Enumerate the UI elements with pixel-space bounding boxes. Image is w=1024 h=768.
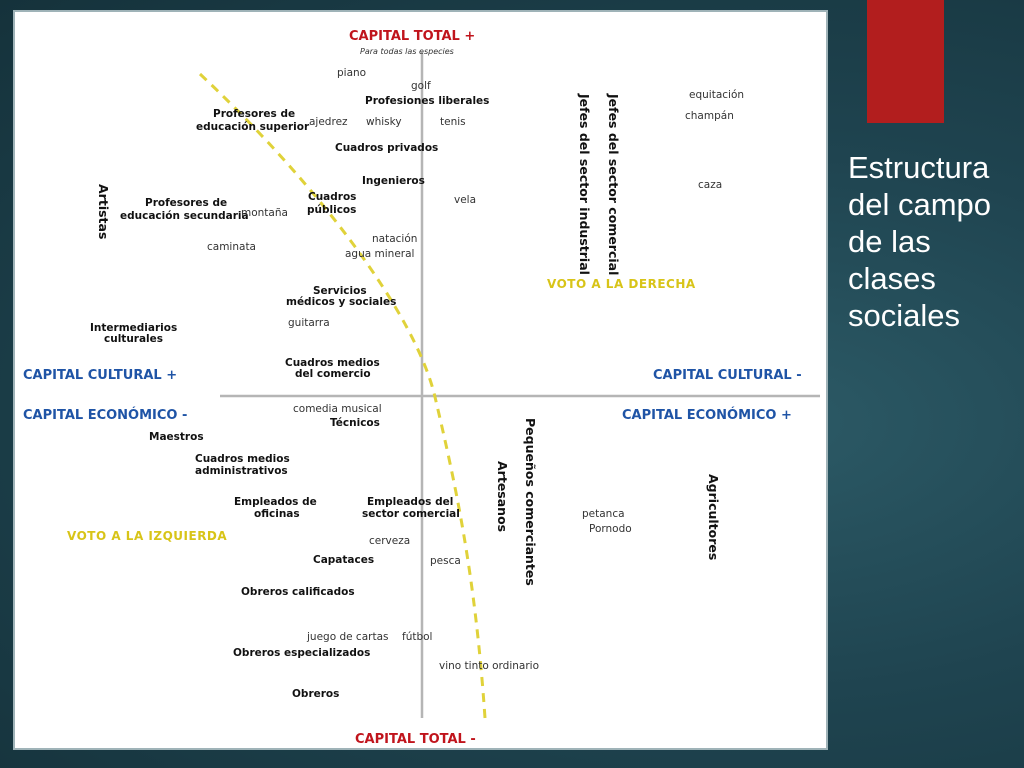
- group-cuadros-admin-line2: administrativos: [195, 465, 288, 477]
- group-servicios-line1: Servicios: [313, 285, 367, 297]
- practice-piano: piano: [337, 67, 367, 79]
- axis-capital-cultural-minus: CAPITAL CULTURAL -: [653, 368, 802, 383]
- group-cuadros-privados: Cuadros privados: [335, 142, 439, 154]
- group-cuadros-comercio-line2: del comercio: [295, 368, 371, 380]
- diagram-lines: [198, 52, 820, 719]
- practice-natacion: natación: [372, 233, 418, 245]
- group-agricultores: Agricultores: [706, 474, 721, 561]
- group-empleados-comercial-line1: Empleados del: [367, 496, 454, 508]
- group-profesores-superior-line2: educación superior: [196, 121, 310, 133]
- vote-left-label: VOTO A LA IZQUIERDA: [67, 529, 228, 543]
- dividing-curve: [198, 72, 487, 719]
- group-profesores-secundaria-line2: educación secundaria: [120, 210, 249, 222]
- practice-caza: caza: [698, 179, 723, 191]
- group-empleados-oficinas-line1: Empleados de: [234, 496, 317, 508]
- practice-vino-tinto: vino tinto ordinario: [439, 660, 540, 672]
- practice-ajedrez: ajedrez: [309, 116, 348, 128]
- group-intermediarios-line2: culturales: [104, 333, 164, 345]
- group-ingenieros: Ingenieros: [362, 175, 425, 187]
- practice-pesca: pesca: [430, 555, 461, 567]
- practice-agua-mineral: agua mineral: [345, 248, 415, 260]
- group-obreros-calificados: Obreros calificados: [241, 586, 355, 598]
- group-artesanos: Artesanos: [495, 461, 510, 533]
- practice-caminata: caminata: [207, 241, 256, 253]
- group-maestros: Maestros: [149, 431, 204, 443]
- axis-top-subtitle: Para todas las especies: [360, 47, 454, 56]
- practice-comedia-musical: comedia musical: [293, 403, 382, 415]
- practice-futbol: fútbol: [402, 631, 433, 643]
- group-jefes-industrial: Jefes del sector industrial: [577, 94, 592, 275]
- practice-vela: vela: [454, 194, 477, 206]
- practice-cerveza: cerveza: [369, 535, 411, 547]
- axis-capital-total-plus: CAPITAL TOTAL +: [349, 29, 476, 44]
- practice-champan: champán: [685, 110, 734, 122]
- group-cuadros-comercio-line1: Cuadros medios: [285, 357, 380, 369]
- axis-capital-total-minus: CAPITAL TOTAL -: [355, 732, 476, 747]
- practice-montana: montaña: [241, 207, 288, 219]
- group-cuadros-publicos-line1: Cuadros: [308, 191, 357, 203]
- group-profesores-superior-line1: Profesores de: [213, 108, 296, 120]
- group-intermediarios-line1: Intermediarios: [90, 322, 178, 334]
- axis-capital-economico-minus: CAPITAL ECONÓMICO -: [23, 408, 188, 423]
- practice-petanca: petanca: [582, 508, 625, 520]
- group-empleados-comercial-line2: sector comercial: [362, 508, 460, 520]
- axis-capital-economico-plus: CAPITAL ECONÓMICO +: [622, 408, 792, 423]
- group-jefes-comercial: Jefes del sector comercial: [606, 94, 621, 276]
- practice-juego-de-cartas: juego de cartas: [307, 631, 389, 643]
- group-capataces: Capataces: [313, 554, 375, 566]
- vote-right-label: VOTO A LA DERECHA: [547, 277, 696, 291]
- group-pequenos-comerciantes: Pequeños comerciantes: [523, 418, 538, 586]
- practice-golf: golf: [411, 80, 431, 92]
- group-profesores-secundaria-line1: Profesores de: [145, 197, 228, 209]
- axis-capital-cultural-plus: CAPITAL CULTURAL +: [23, 368, 178, 383]
- group-obreros-especializados: Obreros especializados: [233, 647, 371, 659]
- group-servicios-line2: médicos y sociales: [286, 296, 397, 308]
- group-artistas: Artistas: [96, 184, 111, 240]
- practice-whisky: whisky: [366, 116, 402, 128]
- practice-pornodo: Pornodo: [589, 523, 632, 535]
- group-obreros: Obreros: [292, 688, 340, 700]
- accent-bar: [867, 0, 944, 123]
- group-cuadros-publicos-line2: públicos: [307, 204, 357, 216]
- group-empleados-oficinas-line2: oficinas: [254, 508, 300, 520]
- group-cuadros-admin-line1: Cuadros medios: [195, 453, 290, 465]
- practice-guitarra: guitarra: [288, 317, 330, 329]
- practice-equitacion: equitación: [689, 89, 745, 101]
- practice-tenis: tenis: [440, 116, 466, 128]
- group-profesiones-liberales: Profesiones liberales: [365, 95, 490, 107]
- social-space-diagram: CAPITAL TOTAL + Para todas las especies …: [13, 10, 828, 750]
- group-tecnicos: Técnicos: [330, 417, 380, 429]
- slide-title: Estructura del campo de las clases socia…: [848, 150, 992, 333]
